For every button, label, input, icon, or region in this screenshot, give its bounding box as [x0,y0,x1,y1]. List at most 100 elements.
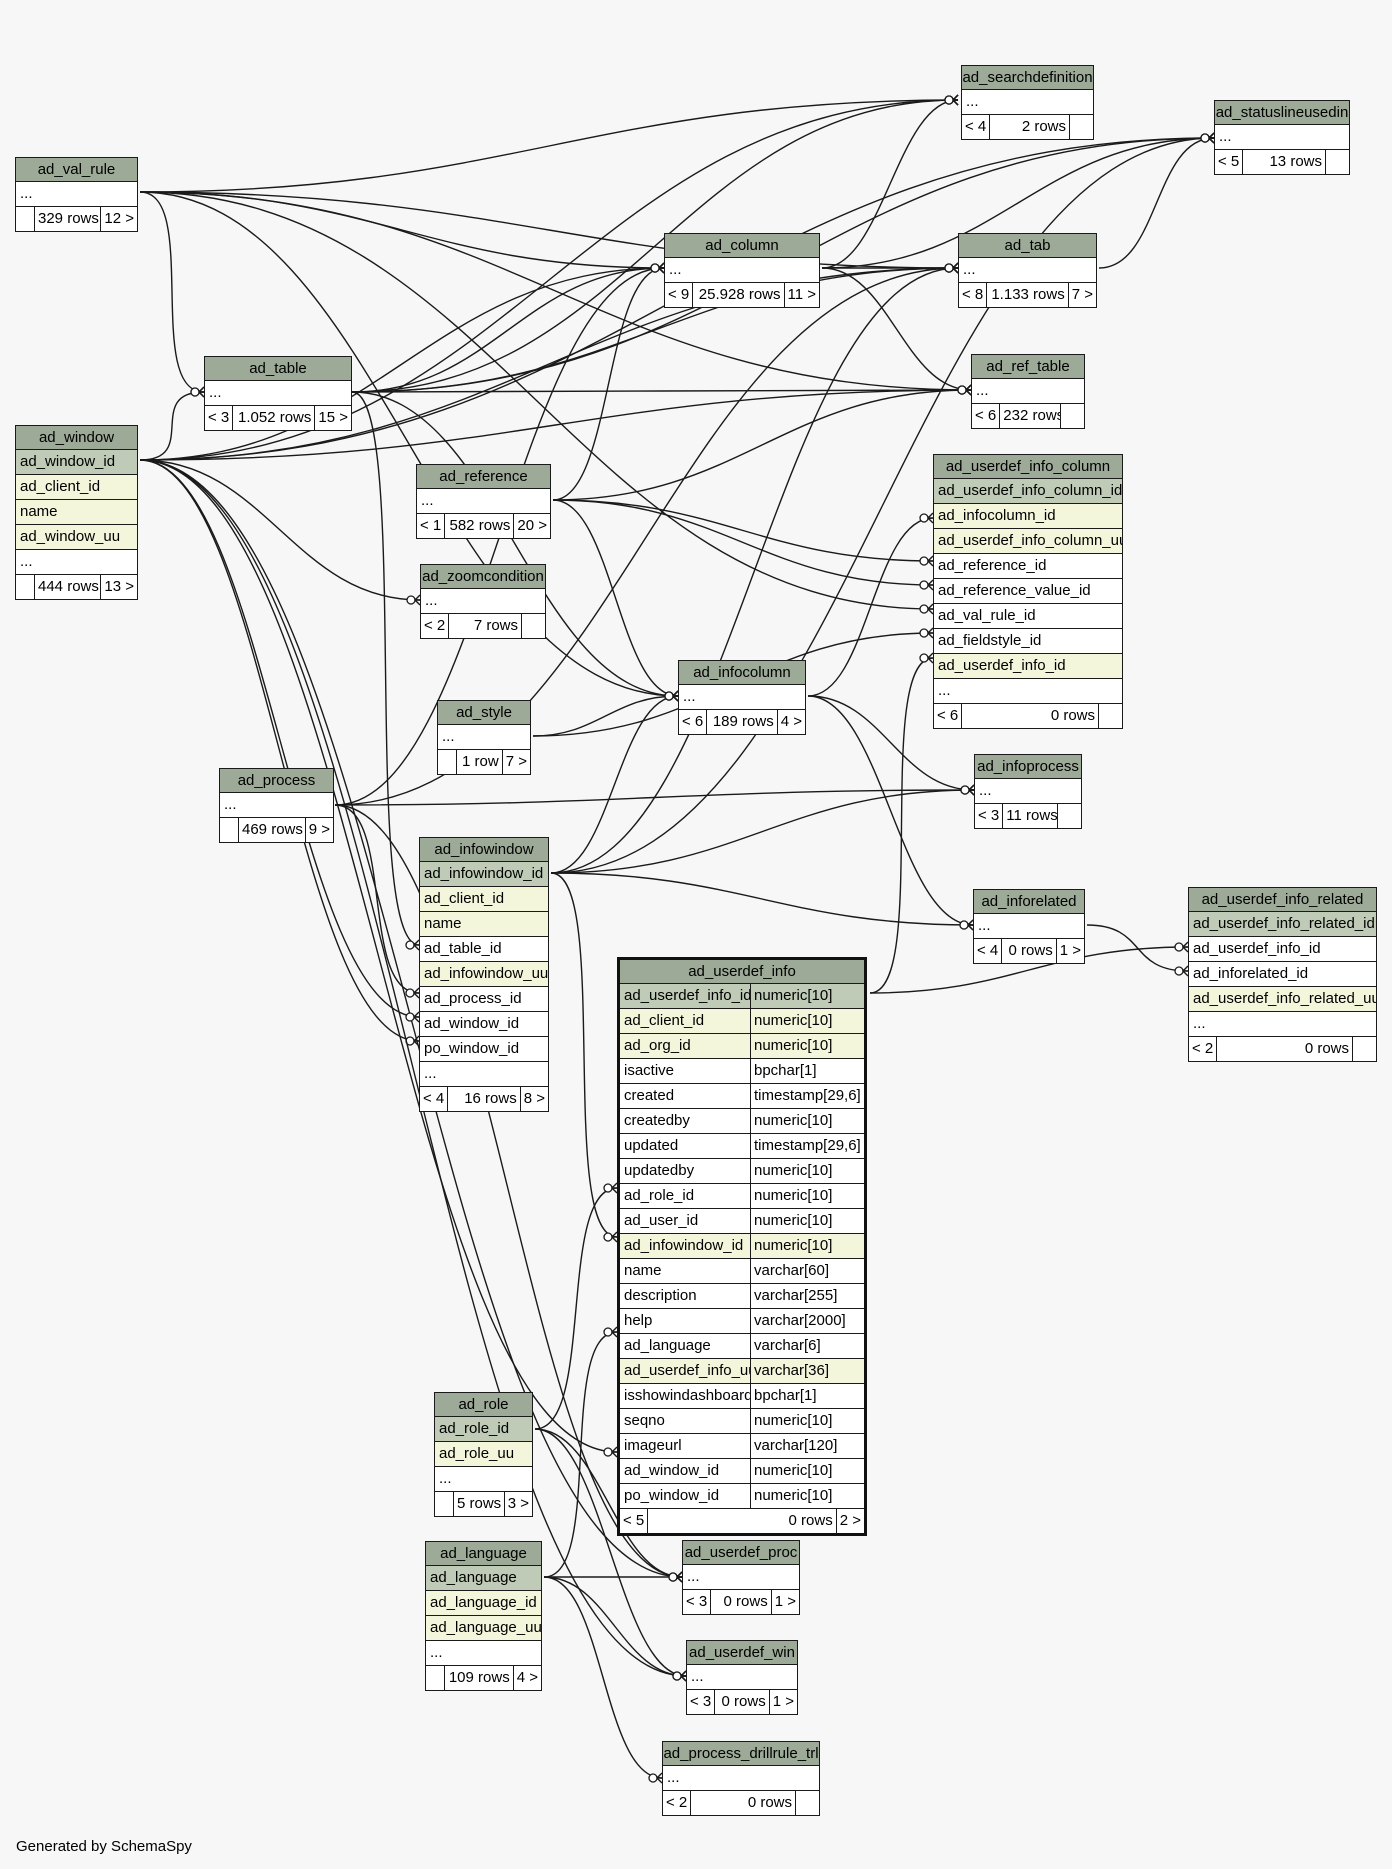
parents-count[interactable] [16,575,34,599]
column-row[interactable]: ad_role_uu [435,1442,532,1467]
table-title[interactable]: ad_ref_table [972,355,1084,379]
column-row[interactable]: name [16,500,137,525]
column-row[interactable]: ... [959,258,1096,283]
column-row[interactable]: ad_infowindow_uu [420,962,548,987]
column-row[interactable]: ... [974,914,1084,939]
column-row[interactable]: ad_userdef_info_related_uu [1189,987,1376,1012]
column-row[interactable]: ... [438,725,530,750]
column-row[interactable]: ... [435,1467,532,1492]
parents-count[interactable] [435,1492,453,1516]
column-row[interactable]: ad_userdef_info_related_id [1189,912,1376,937]
column-row[interactable]: ad_userdef_info_column_uu [934,529,1122,554]
table-title[interactable]: ad_val_rule [16,158,137,182]
children-count[interactable]: 9 > [304,818,333,842]
column-row[interactable]: ... [934,679,1122,704]
parents-count[interactable]: < 5 [1218,153,1240,170]
parents-count[interactable] [438,750,456,774]
children-count[interactable]: 12 > [100,207,137,231]
table-title[interactable]: ad_infocolumn [679,661,805,685]
column-row[interactable]: ... [16,182,137,207]
table-title[interactable]: ad_userdef_info_column [934,455,1122,479]
column-row[interactable]: ... [1189,1012,1376,1037]
children-count[interactable]: 1 > [770,1590,799,1614]
children-count[interactable]: 13 > [100,575,137,599]
children-count[interactable] [795,1791,819,1815]
table-title[interactable]: ad_userdef_proc [683,1541,799,1565]
table-title[interactable]: ad_userdef_win [687,1641,797,1665]
table-title[interactable]: ad_userdef_info [620,960,864,984]
table-title[interactable]: ad_language [426,1542,541,1566]
children-count[interactable] [1325,150,1349,174]
children-count[interactable] [1057,804,1081,828]
children-count[interactable] [521,614,545,638]
parents-count[interactable]: < 3 [978,807,1000,824]
column-row[interactable]: ... [16,550,137,575]
column-row[interactable]: ... [972,379,1084,404]
parents-count[interactable]: < 1 [420,517,442,534]
column-row[interactable]: ad_language_id [426,1591,541,1616]
column-row[interactable]: ... [205,381,351,406]
column-row[interactable]: ... [421,589,545,614]
table-title[interactable]: ad_inforelated [974,890,1084,914]
column-row[interactable]: ... [687,1665,797,1690]
table-title[interactable]: ad_process [220,769,333,793]
parents-count[interactable]: < 2 [666,1794,688,1811]
parents-count[interactable]: < 4 [965,118,987,135]
column-row[interactable]: name [420,912,548,937]
column-row[interactable]: ad_reference_value_id [934,579,1122,604]
column-row[interactable]: ad_client_id [16,475,137,500]
children-count[interactable] [1352,1037,1376,1061]
children-count[interactable] [1060,404,1084,428]
parents-count[interactable] [426,1666,444,1690]
column-row[interactable]: po_window_id [420,1037,548,1062]
table-title[interactable]: ad_role [435,1393,532,1417]
parents-count[interactable]: < 4 [977,942,999,959]
column-row[interactable]: ad_client_id [420,887,548,912]
children-count[interactable]: 11 > [783,283,820,307]
column-row[interactable]: ad_table_id [420,937,548,962]
table-title[interactable]: ad_statuslineusedin [1215,101,1349,125]
parents-count[interactable] [220,818,238,842]
table-title[interactable]: ad_searchdefinition [962,66,1093,90]
children-count[interactable]: 7 > [1067,283,1096,307]
column-row[interactable]: ad_process_id [420,987,548,1012]
parents-count[interactable]: < 2 [424,617,446,634]
table-title[interactable]: ad_column [665,234,819,258]
parents-count[interactable]: < 9 [668,286,690,303]
parents-count[interactable]: < 6 [975,407,997,424]
column-row[interactable]: ... [426,1641,541,1666]
children-count[interactable] [1098,704,1122,728]
column-row[interactable]: ad_userdef_info_column_id [934,479,1122,504]
column-row[interactable]: ... [417,489,550,514]
parents-count[interactable]: < 6 [937,707,959,724]
children-count[interactable]: 4 > [512,1666,541,1690]
